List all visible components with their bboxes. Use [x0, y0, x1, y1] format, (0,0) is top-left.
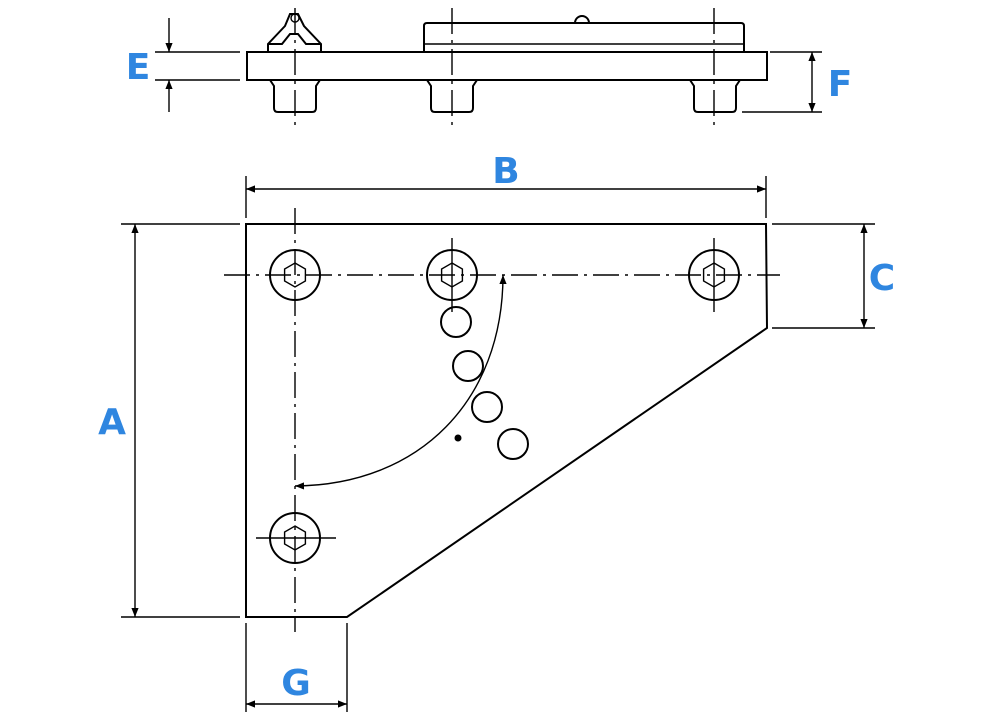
dimension-label-b: B: [492, 151, 519, 192]
dimension-label-c: C: [869, 258, 895, 299]
side-view-screw-3: [689, 79, 741, 113]
dimension-label-a: A: [98, 402, 126, 443]
dimension-label-g: G: [281, 663, 311, 704]
side-view-profile: [423, 22, 745, 52]
side-view: [246, 8, 768, 126]
dimension-g: G: [245, 623, 348, 712]
pivot-point: [454, 434, 462, 442]
screw-hole-3: [688, 249, 740, 301]
dimension-c: C: [772, 223, 895, 329]
side-view-plate: [246, 51, 768, 81]
dimension-label-f: F: [828, 64, 853, 105]
dimension-a: A: [98, 223, 240, 618]
dimension-b: B: [245, 151, 767, 218]
adjustment-hole-2: [452, 350, 484, 382]
dimension-f: F: [742, 51, 853, 113]
side-view-knob: [574, 15, 590, 24]
screw-hole-4: [269, 512, 321, 564]
adjustment-hole-4: [497, 428, 529, 460]
adjustment-hole-1: [440, 306, 472, 338]
rotation-arc: [294, 274, 507, 490]
adjustment-hole-3: [471, 391, 503, 423]
dimension-label-e: E: [126, 47, 151, 88]
plate-outline: [245, 223, 769, 618]
plan-view: [224, 208, 780, 632]
dimension-e: E: [126, 18, 240, 112]
